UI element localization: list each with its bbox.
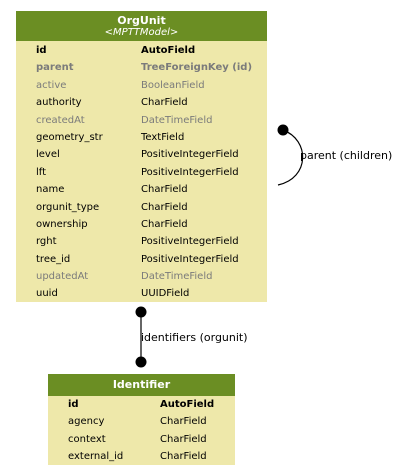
field-type: AutoField bbox=[141, 45, 196, 56]
field-name: tree_id bbox=[36, 253, 71, 265]
field-name: ownership bbox=[36, 218, 88, 230]
orgunit-field-list: id AutoField parent TreeForeignKey (id) … bbox=[16, 41, 267, 303]
field-name: level bbox=[36, 149, 60, 161]
field-row: external_id CharField bbox=[48, 448, 235, 465]
field-row: active BooleanField bbox=[16, 77, 267, 94]
field-row: authority CharField bbox=[16, 94, 267, 111]
field-row: lft PositiveIntegerField bbox=[16, 164, 267, 181]
field-name: context bbox=[68, 433, 106, 445]
field-type: PositiveIntegerField bbox=[141, 253, 239, 265]
field-type: TreeForeignKey (id) bbox=[141, 62, 253, 74]
field-row: parent TreeForeignKey (id) bbox=[16, 59, 267, 76]
field-row: agency CharField bbox=[48, 413, 235, 430]
field-type: TextField bbox=[141, 131, 185, 143]
field-row: name CharField bbox=[16, 181, 267, 198]
field-row: updatedAt DateTimeField bbox=[16, 268, 267, 285]
field-row: context CharField bbox=[48, 431, 235, 448]
field-name: uuid bbox=[36, 288, 58, 300]
orgunit-subtitle: <MPTTModel> bbox=[104, 27, 179, 38]
identifier-model: Identifier id AutoField agency CharField… bbox=[48, 374, 235, 465]
field-row: level PositiveIntegerField bbox=[16, 146, 267, 163]
identifier-field-list: id AutoField agency CharField context Ch… bbox=[48, 396, 235, 466]
identifiers-relation-label: identifiers (orgunit) bbox=[141, 331, 248, 344]
field-name: orgunit_type bbox=[36, 201, 100, 213]
identifiers-start-dot bbox=[135, 306, 147, 318]
field-name: id bbox=[68, 399, 79, 410]
field-row: orgunit_type CharField bbox=[16, 199, 267, 216]
field-type: CharField bbox=[141, 218, 188, 230]
orgunit-header: OrgUnit <MPTTModel> bbox=[16, 11, 267, 41]
field-row: ownership CharField bbox=[16, 216, 267, 233]
field-type: CharField bbox=[141, 184, 188, 196]
field-row: createdAt DateTimeField bbox=[16, 112, 267, 129]
field-name: lft bbox=[36, 166, 47, 178]
field-row: geometry_str TextField bbox=[16, 129, 267, 146]
field-row: uuid UUIDField bbox=[16, 285, 267, 302]
field-type: CharField bbox=[141, 97, 188, 109]
field-type: PositiveIntegerField bbox=[141, 149, 239, 161]
field-name: authority bbox=[36, 97, 82, 109]
identifier-title: Identifier bbox=[112, 378, 171, 391]
field-type: PositiveIntegerField bbox=[141, 236, 239, 248]
field-type: DateTimeField bbox=[141, 114, 213, 126]
field-name: external_id bbox=[68, 451, 124, 463]
field-type: CharField bbox=[160, 416, 207, 428]
field-name: name bbox=[36, 184, 65, 196]
field-row: id AutoField bbox=[16, 42, 267, 59]
field-type: CharField bbox=[160, 451, 207, 463]
field-row: id AutoField bbox=[48, 396, 235, 413]
self-relation-start-dot bbox=[277, 124, 289, 136]
field-name: rght bbox=[36, 236, 57, 248]
field-type: CharField bbox=[141, 201, 188, 213]
field-type: DateTimeField bbox=[141, 271, 213, 283]
field-type: BooleanField bbox=[141, 79, 205, 91]
field-row: tree_id PositiveIntegerField bbox=[16, 251, 267, 268]
field-name: active bbox=[36, 79, 67, 91]
field-type: UUIDField bbox=[141, 288, 190, 300]
field-name: geometry_str bbox=[36, 131, 103, 143]
field-name: agency bbox=[68, 416, 105, 428]
field-name: parent bbox=[36, 62, 74, 74]
field-row: rght PositiveIntegerField bbox=[16, 233, 267, 250]
self-relation-label: parent (children) bbox=[300, 149, 393, 162]
field-name: updatedAt bbox=[36, 271, 89, 283]
field-type: PositiveIntegerField bbox=[141, 166, 239, 178]
field-type: AutoField bbox=[160, 399, 215, 410]
identifier-header: Identifier bbox=[48, 374, 235, 396]
orgunit-model: OrgUnit <MPTTModel> id AutoField parent … bbox=[16, 11, 267, 302]
field-name: id bbox=[36, 45, 47, 56]
self-relation-edge bbox=[277, 129, 304, 186]
identifiers-end-dot bbox=[135, 356, 147, 368]
field-name: createdAt bbox=[36, 114, 85, 126]
orgunit-title: OrgUnit bbox=[117, 14, 166, 27]
field-type: CharField bbox=[160, 433, 207, 445]
